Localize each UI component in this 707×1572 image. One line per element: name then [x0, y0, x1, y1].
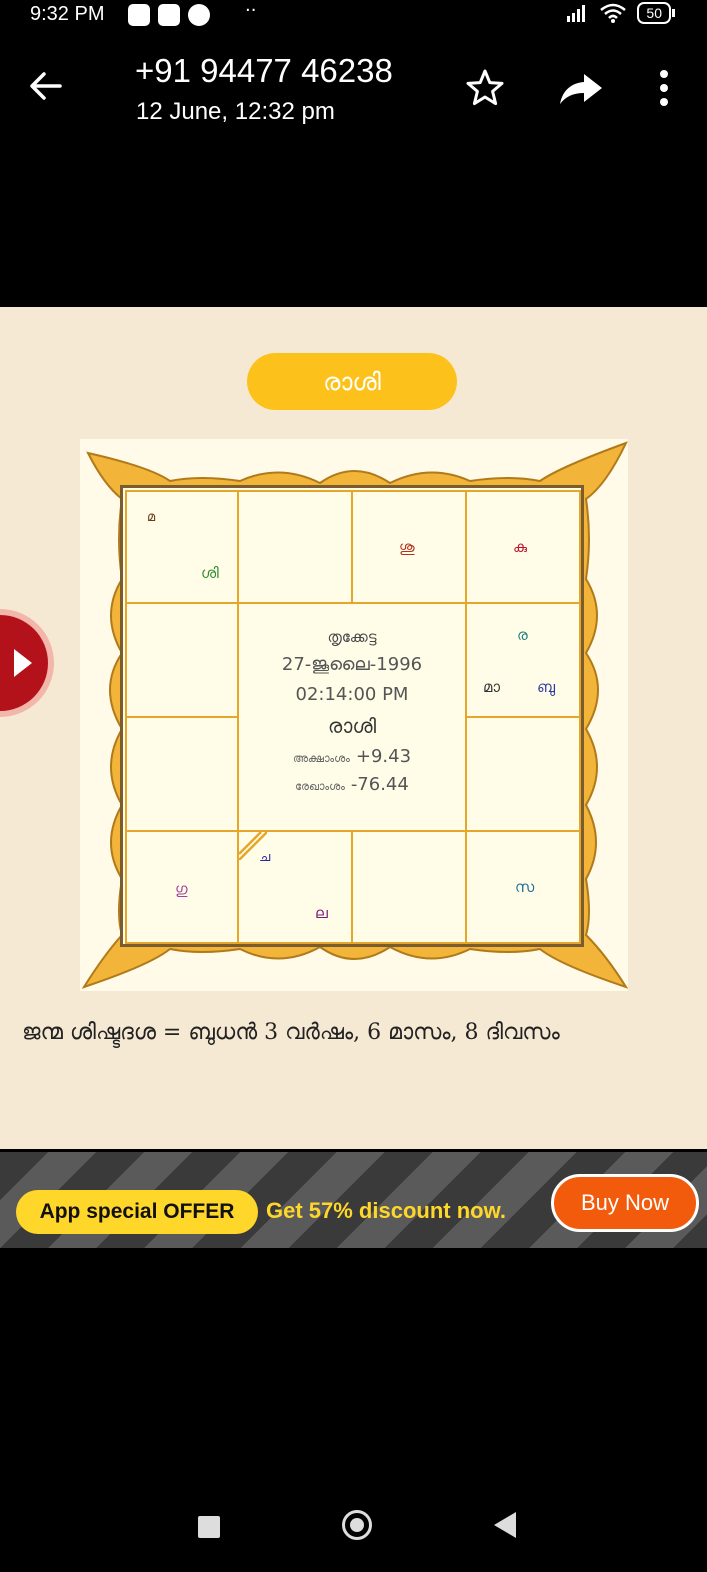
rasi-chart: മ ശി ശു കു ര മാ ബു	[80, 439, 628, 991]
house-cell: ര മാ ബു	[465, 602, 581, 718]
house-cell	[125, 716, 239, 832]
latitude-label: അക്ഷാംശം	[292, 752, 350, 765]
notification-icons	[128, 2, 210, 28]
signal-icon	[567, 5, 586, 22]
dasha-balance: ജന്മ ശിഷ്ടദശ = ബുധൻ 3 വർഷം, 6 മാസം, 8 ദി…	[22, 1020, 560, 1045]
more-notifications-dots: ··	[245, 0, 257, 21]
house-cell	[125, 602, 239, 718]
longitude-label: രേഖാംശം	[295, 780, 345, 793]
offer-banner[interactable]: App special OFFER Get 57% discount now. …	[0, 1152, 707, 1248]
offer-text: Get 57% discount now.	[266, 1198, 506, 1223]
house-cell	[351, 830, 467, 944]
planet-mars: മ	[147, 510, 156, 525]
house-cell: ശു	[351, 490, 467, 604]
back-button[interactable]	[494, 1512, 516, 1538]
star-icon[interactable]	[463, 66, 507, 110]
planet-rahu: ര	[517, 626, 528, 644]
longitude: രേഖാംശം -76.44	[239, 774, 465, 795]
house-cell: ഗു	[125, 830, 239, 944]
birth-date: 27-ജൂലൈ-1996	[281, 654, 423, 675]
chat-notification-icon	[188, 4, 210, 26]
planet-lagna-la: ല	[315, 904, 328, 922]
house-cell: സ	[465, 830, 581, 944]
chart-grid: മ ശി ശു കു ര മാ ബു	[120, 485, 584, 947]
edit-notification-icon	[158, 4, 180, 26]
system-nav-bar	[0, 1480, 707, 1572]
birth-time: 02:14:00 PM	[295, 684, 409, 705]
house-cell: മ ശി	[125, 490, 239, 604]
house-cell: ച ല	[237, 830, 353, 944]
planet-jupiter: ഗു	[175, 880, 188, 898]
recents-button[interactable]	[198, 1516, 220, 1538]
longitude-value: -76.44	[350, 774, 409, 795]
system-status: 50	[565, 2, 675, 24]
latitude: അക്ഷാംശം +9.43	[239, 746, 465, 767]
latitude-value: +9.43	[355, 746, 412, 767]
share-icon[interactable]	[558, 70, 604, 108]
offer-pill: App special OFFER	[16, 1190, 258, 1234]
app-bar: +91 94477 46238 12 June, 12:32 pm	[0, 34, 707, 154]
home-button[interactable]	[342, 1510, 372, 1540]
planet-moon: മാ	[483, 678, 501, 696]
house-cell: കു	[465, 490, 581, 604]
contact-number: +91 94477 46238	[135, 52, 393, 89]
buy-now-button[interactable]: Buy Now	[551, 1174, 699, 1232]
wifi-icon	[600, 3, 627, 23]
back-arrow-icon[interactable]	[26, 66, 66, 106]
planet-sun: സ	[515, 878, 535, 896]
more-options-icon[interactable]	[654, 68, 674, 108]
chart-center-info: തൃക്കേട്ട 27-ജൂലൈ-1996 02:14:00 PM രാശി …	[237, 602, 467, 832]
planet-venus: ശു	[399, 538, 415, 556]
rasi-tab[interactable]: രാശി	[247, 353, 457, 410]
battery-indicator: 50	[637, 2, 675, 24]
app-notification-icon	[128, 4, 150, 26]
play-button[interactable]	[0, 615, 48, 711]
planet-saturn: ശി	[201, 564, 219, 582]
chart-name: രാശി	[327, 714, 377, 738]
nakshatra: തൃക്കേട്ട	[327, 628, 377, 646]
status-time: 9:32 PM	[30, 3, 105, 25]
house-cell	[237, 490, 353, 604]
planet-ketu: കു	[513, 538, 528, 556]
horoscope-image: രാശി മ ശി ശു കു ര	[0, 307, 707, 1149]
status-bar: 9:32 PM ·· 50	[0, 0, 707, 32]
planet-mercury: ബു	[537, 678, 556, 696]
lagna-marker	[238, 831, 267, 860]
house-cell	[465, 716, 581, 832]
message-timestamp: 12 June, 12:32 pm	[136, 98, 335, 125]
planet-lagna-cha: ച	[259, 850, 271, 865]
